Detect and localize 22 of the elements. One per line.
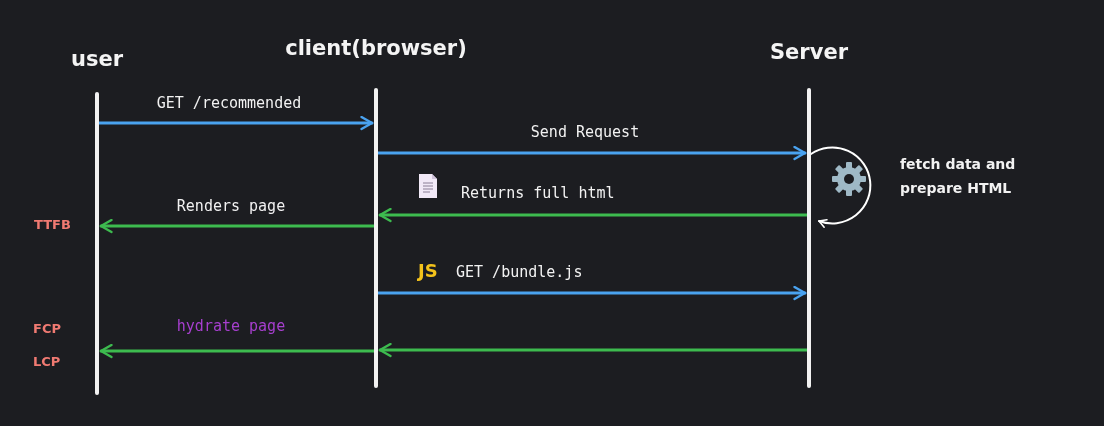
loop-arrow [810, 146, 872, 228]
arrow [99, 218, 376, 234]
lifeline-heading: Server [770, 40, 848, 64]
file-type-label: JS [418, 260, 438, 281]
edge-label: Renders page [176, 197, 286, 215]
lifeline-heading: user [70, 47, 124, 71]
metric-label: FCP [33, 321, 61, 336]
edge-label: GET /recommended [156, 94, 302, 112]
edge-label: Send Request [530, 123, 640, 141]
edge-label: Returns full html [461, 184, 615, 202]
edge-label: GET /bundle.js [456, 263, 583, 281]
edge-label: fetch data and prepare HTML [900, 155, 1017, 198]
arrow [97, 115, 374, 131]
arrow [376, 145, 807, 161]
arrow [376, 285, 807, 301]
lifeline-heading: client(browser) [285, 36, 467, 60]
edge-label: hydrate page [176, 317, 286, 335]
arrow [378, 207, 809, 223]
metric-label: TTFB [34, 217, 71, 232]
metric-label: LCP [33, 354, 61, 369]
arrow [99, 343, 376, 359]
arrow [378, 342, 809, 358]
